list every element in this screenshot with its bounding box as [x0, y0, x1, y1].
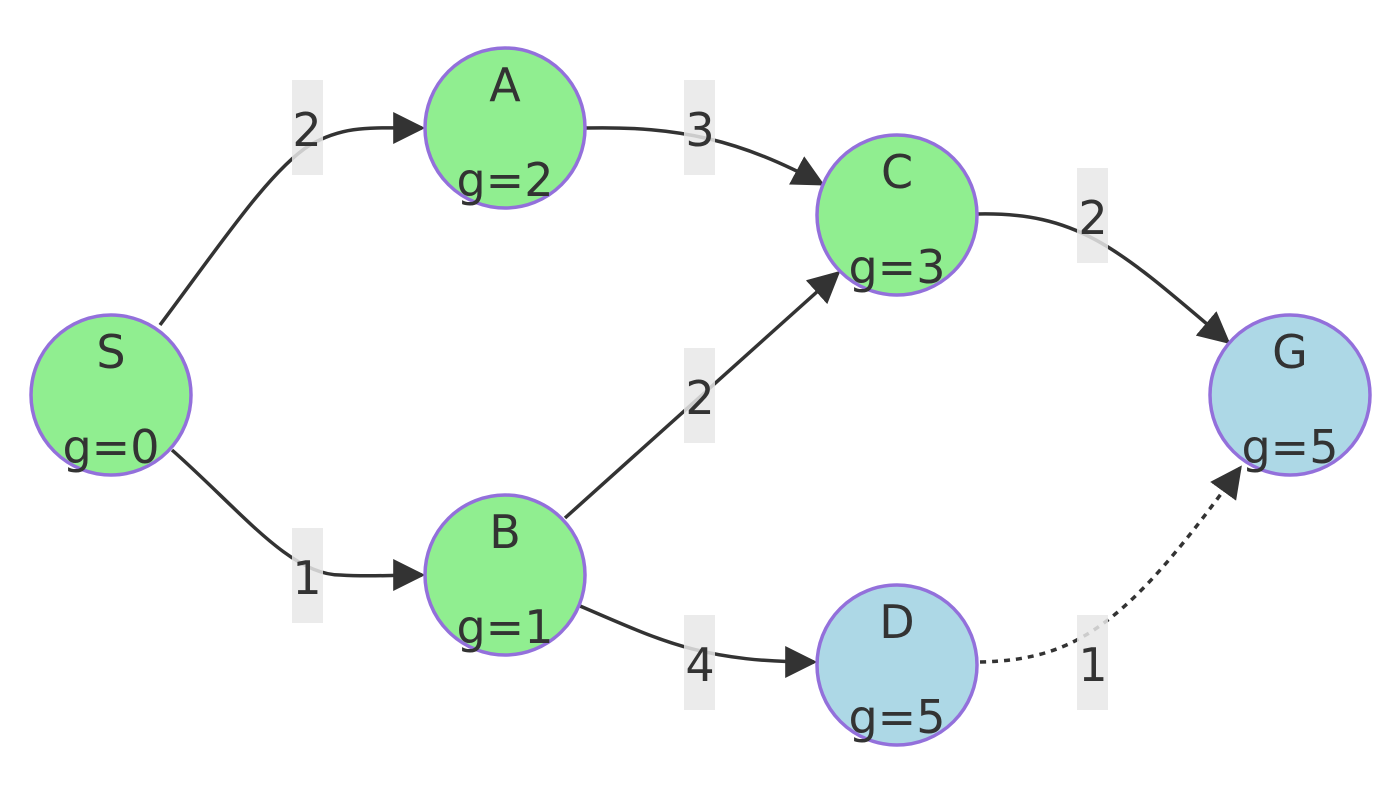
node-b: B g=1	[423, 493, 587, 657]
node-s: S g=0	[29, 313, 193, 477]
svg-text:1: 1	[1078, 638, 1107, 692]
node-g: G g=5	[1208, 313, 1372, 477]
svg-text:4: 4	[685, 638, 714, 692]
edge-label-d-g: 1	[1077, 615, 1108, 710]
svg-text:g=3: g=3	[848, 240, 945, 294]
svg-text:1: 1	[292, 551, 321, 605]
edge-label-s-b: 1	[292, 528, 323, 623]
edge-label-a-c: 3	[684, 80, 715, 175]
edge-label-c-g: 2	[1077, 168, 1108, 263]
svg-text:2: 2	[1078, 191, 1107, 245]
svg-text:g=1: g=1	[456, 600, 553, 654]
node-c: C g=3	[815, 133, 979, 297]
edge-label-b-c: 2	[684, 348, 715, 443]
svg-text:B: B	[489, 505, 521, 559]
edge-s-a	[158, 111, 426, 327]
node-a: A g=2	[423, 46, 587, 210]
svg-text:S: S	[96, 325, 125, 379]
svg-text:g=5: g=5	[1241, 420, 1338, 474]
svg-text:g=5: g=5	[848, 690, 945, 744]
nodes: S g=0 A g=2 C g=3 G g=5 B g=1 D g=5	[29, 46, 1372, 747]
svg-text:C: C	[881, 145, 913, 199]
svg-text:3: 3	[685, 103, 714, 157]
node-d: D g=5	[815, 583, 979, 747]
edge-labels: 2 3 2 2 1 4 1	[292, 80, 1108, 710]
svg-text:A: A	[489, 58, 521, 112]
edge-label-b-d: 4	[684, 615, 715, 710]
edge-label-s-a: 2	[292, 80, 323, 175]
svg-text:D: D	[879, 595, 914, 649]
svg-text:g=0: g=0	[62, 420, 159, 474]
svg-text:G: G	[1272, 325, 1308, 379]
svg-text:2: 2	[685, 371, 714, 425]
svg-text:2: 2	[292, 103, 321, 157]
svg-text:g=2: g=2	[456, 153, 553, 207]
edge-s-b	[170, 448, 426, 592]
edge-d-g	[979, 465, 1242, 664]
